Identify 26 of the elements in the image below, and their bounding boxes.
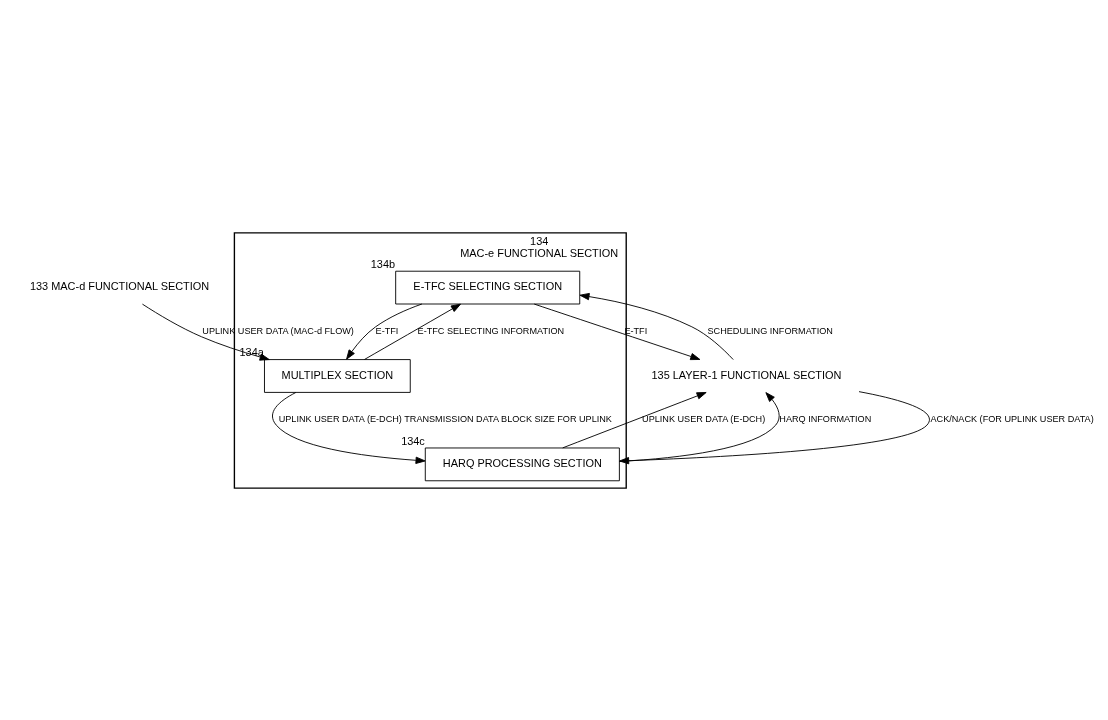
arrow bbox=[142, 303, 270, 361]
arrow bbox=[272, 391, 426, 464]
node-box: HARQ PROCESSING SECTION bbox=[424, 447, 620, 481]
edge-label: ACK/NACK (FOR UPLINK USER DATA) bbox=[930, 413, 1094, 424]
arrow bbox=[346, 303, 423, 360]
node-label: 134c bbox=[401, 434, 425, 447]
node-box: MULTIPLEX SECTION bbox=[264, 358, 411, 393]
node-text: 133 MAC-d FUNCTIONAL SECTION bbox=[29, 279, 210, 292]
arrow bbox=[363, 303, 461, 360]
edge-label: E-TFC SELECTING INFORMATION bbox=[417, 325, 565, 336]
arrow bbox=[579, 292, 734, 360]
edge-label: UPLINK USER DATA (E-DCH) TRANSMISSION DATA BLOCK SIZE FOR UPLINK bbox=[278, 413, 612, 424]
edge-label: SCHEDULING INFORMATION bbox=[707, 325, 833, 336]
node-label: 134b bbox=[370, 257, 396, 270]
edge-label: E-TFI bbox=[375, 325, 399, 336]
arrow bbox=[619, 390, 930, 464]
edge-label: UPLINK USER DATA (MAC-d FLOW) bbox=[202, 325, 354, 336]
node-text: 135 LAYER-1 FUNCTIONAL SECTION bbox=[651, 368, 842, 381]
arrow bbox=[562, 391, 707, 448]
arrow bbox=[533, 303, 701, 360]
edge-label: HARQ INFORMATION bbox=[779, 413, 872, 424]
node-label: 134a bbox=[239, 345, 264, 358]
node-label: 134 bbox=[530, 234, 549, 247]
node-box: E-TFC SELECTING SECTION bbox=[395, 270, 581, 304]
edge-label: UPLINK USER DATA (E-DCH) bbox=[642, 413, 766, 424]
arrow bbox=[618, 391, 780, 462]
